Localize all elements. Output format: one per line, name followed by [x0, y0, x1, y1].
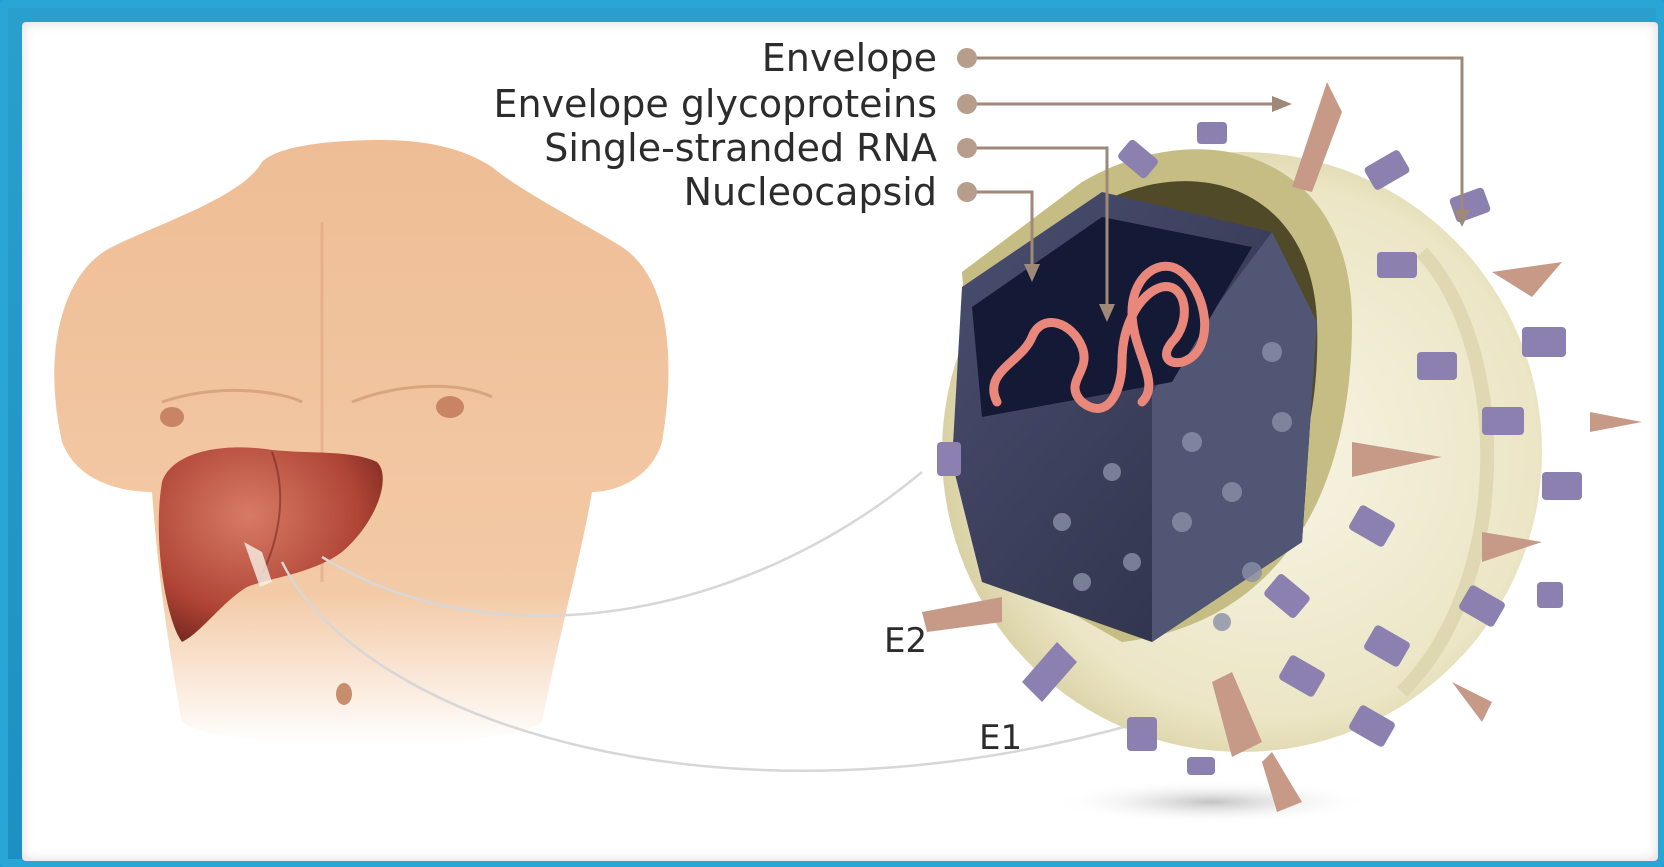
diagram-panel: Envelope Envelope glycoproteins Single-s…: [22, 22, 1658, 861]
virus-shadow: [1052, 780, 1372, 824]
left-nipple: [160, 407, 184, 427]
torso-skin: [54, 140, 668, 745]
human-torso: [54, 140, 668, 745]
leader-dots: [957, 48, 977, 202]
label-e2: E2: [884, 621, 927, 661]
label-e1: E1: [979, 718, 1022, 758]
label-envelope: Envelope: [762, 36, 937, 80]
label-nucleocapsid: Nucleocapsid: [684, 170, 937, 214]
right-nipple: [436, 396, 464, 418]
label-single-stranded-rna: Single-stranded RNA: [544, 126, 937, 170]
navel: [336, 683, 352, 705]
hcv-diagram: Envelope Envelope glycoproteins Single-s…: [22, 22, 1658, 861]
label-envelope-glycoproteins: Envelope glycoproteins: [493, 82, 937, 126]
